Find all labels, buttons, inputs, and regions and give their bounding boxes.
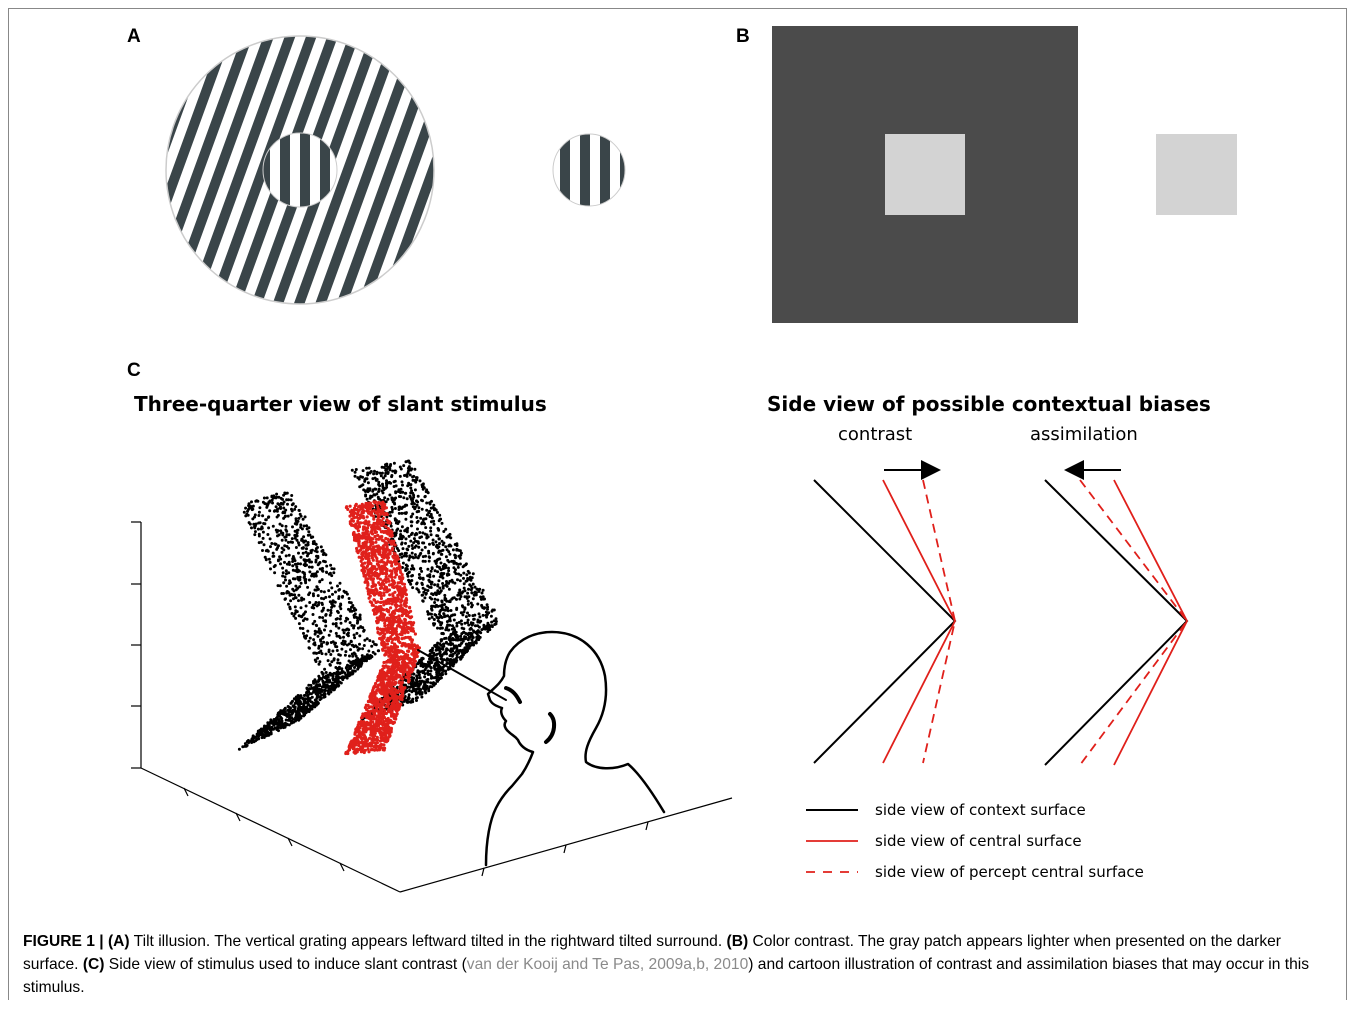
contrast-label: contrast <box>838 424 913 445</box>
gray-patch-on-dark <box>885 134 965 215</box>
figure-caption: FIGURE 1 | (A) Tilt illusion. The vertic… <box>23 930 1323 999</box>
contrast-central-line <box>882 479 957 764</box>
central-vertical-grating <box>262 132 338 208</box>
assimilation-central-line <box>1113 479 1189 766</box>
gray-patch-isolated <box>1156 134 1237 215</box>
assimilation-context-line <box>1044 479 1189 766</box>
caption-a-tag: (A) <box>107 933 130 950</box>
caption-b-text: Color contrast. The gray patch appears l… <box>23 933 1281 973</box>
legend-percept-label: side view of percept central surface <box>875 863 1144 881</box>
assimilation-percept-line <box>1079 479 1189 766</box>
contrast-percept-line <box>922 479 956 764</box>
3d-axes <box>131 521 733 893</box>
caption-c-text-2: ) and cartoon illustration of contrast a… <box>23 956 1310 996</box>
tilt-illusion-stimulus <box>165 35 626 305</box>
central-lower-dots <box>344 649 421 756</box>
contrast-diagram <box>813 460 957 764</box>
legend-central-label: side view of central surface <box>875 832 1082 850</box>
central-upper-dots <box>344 500 421 660</box>
caption-a-text: Tilt illusion. The vertical grating appe… <box>129 933 727 950</box>
caption-b-tag: (B) <box>726 933 749 950</box>
contrast-context-line <box>813 479 957 764</box>
panel-label-c: C <box>127 360 141 381</box>
side-view-diagram <box>806 460 1189 873</box>
panel-label-b: B <box>736 26 750 47</box>
contextual-biases-heading: Side view of possible contextual biases <box>767 392 1211 416</box>
observer-head-icon <box>417 630 666 867</box>
assimilation-label: assimilation <box>1030 424 1138 445</box>
caption-figure-label: FIGURE 1 | <box>23 933 108 950</box>
figure-frame <box>8 8 1347 1000</box>
assimilation-diagram <box>1044 460 1189 766</box>
dot-clouds <box>237 459 498 756</box>
caption-c-tag: (C) <box>82 956 105 973</box>
legend-context-label: side view of context surface <box>875 801 1086 819</box>
slant-stimulus-heading: Three-quarter view of slant stimulus <box>134 392 547 416</box>
caption-citation-link[interactable]: van der Kooij and Te Pas, 2009a,b, 2010 <box>466 956 749 973</box>
color-contrast-stimulus <box>772 26 1237 323</box>
panel-label-a: A <box>127 26 141 47</box>
isolated-vertical-grating <box>552 133 626 207</box>
slant-stimulus-3d-view <box>131 459 733 893</box>
caption-c-text-1: Side view of stimulus used to induce sla… <box>104 956 467 973</box>
right-context-upper-dots <box>350 459 498 637</box>
left-context-upper-dots <box>242 491 378 674</box>
left-context-lower-dots <box>237 649 381 751</box>
